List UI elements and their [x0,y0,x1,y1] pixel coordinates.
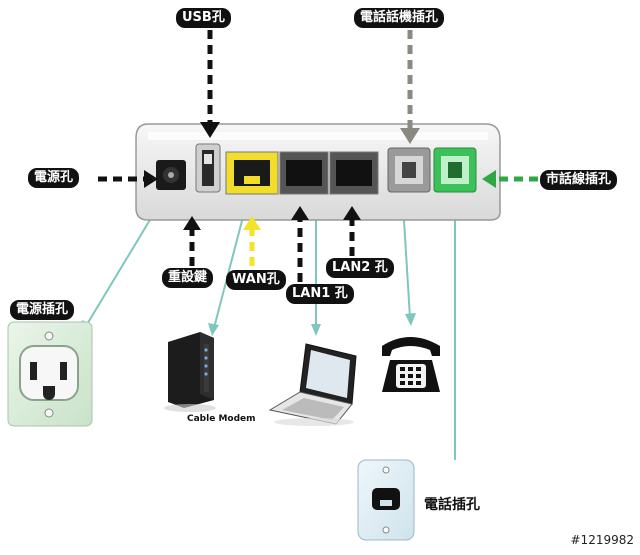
arrowhead-cable-modem [208,323,219,336]
label-phone-port: 電話話機插孔 [354,8,445,28]
watermark: #1219982 [570,533,635,547]
label-reset-button: 重設鍵 [162,268,214,288]
power-jack [156,160,186,190]
arrowhead-reset [183,216,201,230]
telephone-illustration [382,337,440,392]
arrowhead-wan [243,216,261,230]
arrowhead-lan1 [291,206,309,220]
label-phone-jack: 電話插孔 [424,497,480,513]
callout-arrows [98,30,538,282]
arrowhead-laptop [311,324,321,336]
label-lan1-port: LAN1 孔 [286,284,354,304]
callout-arrowheads [144,122,496,230]
arrowhead-power-port [144,170,158,188]
phone-port [387,147,431,193]
label-cable-modem: Cable Modem [187,414,256,424]
phone-jack-plate [357,459,415,541]
lan1-port [279,151,329,195]
label-usb-port: USB孔 [176,8,231,28]
usb-port [195,143,221,193]
label-power-port: 電源孔 [28,168,80,188]
label-wan-port: WAN孔 [226,270,286,290]
arrowhead-usb [200,122,220,138]
arrowhead-lan2 [343,206,361,220]
label-power-outlet: 電源插孔 [10,300,75,320]
connector-arrowheads [80,313,416,336]
wan-port [225,151,279,195]
cable-modem-illustration [164,332,216,412]
laptop-illustration [268,343,357,426]
arrowhead-line-port [482,170,496,188]
arrowhead-telephone [405,313,416,326]
lan2-port [329,151,379,195]
connector-lines [85,187,456,460]
arrowhead-phone-port [400,128,420,144]
line-port [433,147,477,193]
power-outlet-plate [7,321,93,427]
label-line-port: 市話線插孔 [540,170,618,190]
label-lan2-port: LAN2 孔 [326,258,394,278]
